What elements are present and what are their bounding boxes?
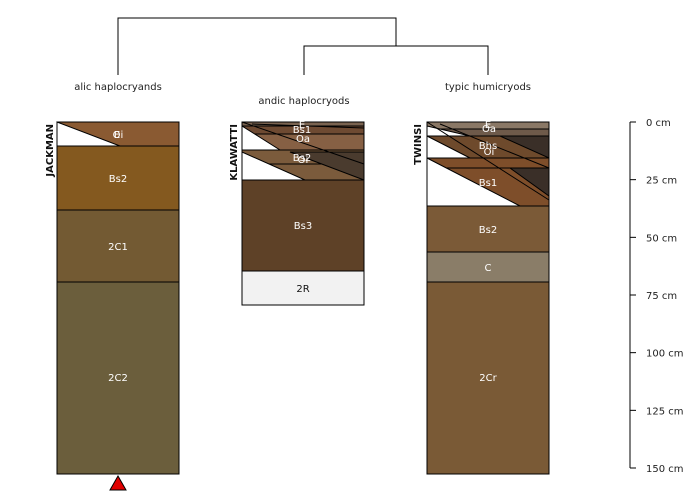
profile-twinsi: TWINSI E Oa Bhs Oi Bs1 Bs2 C 2Cr: [413, 120, 550, 475]
horizon-label-jackman-oi: Oi: [113, 130, 124, 141]
depth-axis: 0 cm 25 cm 50 cm 75 cm 100 cm 125 cm 150 cm: [629, 118, 684, 475]
horizon-label-jackman-2c2: 2C2: [108, 373, 128, 384]
horizon-label-twinsi-oi: Oi: [484, 147, 495, 158]
taxon-label-twinsi: typic humicryods: [445, 82, 531, 93]
profile-name-jackman: JACKMAN: [45, 124, 56, 178]
horizon-twinsi-bs2: [426, 205, 550, 253]
horizon-twinsi-boundary-2: [439, 123, 550, 169]
horizon-twinsi-oi: [426, 157, 550, 169]
profile-klawatti: KLAWATTI E Bs1 Oa Bs2 Oi Bs3 2R: [229, 120, 365, 306]
horizon-label-klawatti-oi: Oi: [298, 155, 309, 166]
taxon-label-jackman: alic haplocryands: [74, 82, 162, 93]
horizon-label-jackman-2c1: 2C1: [108, 242, 128, 253]
profile-jackman: JACKMAN Oi E Bs2 2C1 2C2: [45, 121, 180, 491]
taxon-label-klawatti: andic haplocryods: [258, 96, 349, 107]
bottom-marker-triangle: [109, 474, 127, 491]
profile-name-twinsi: TWINSI: [413, 124, 424, 165]
horizon-klawatti-2r: [241, 270, 365, 306]
horizon-label-twinsi-bs2: Bs2: [479, 225, 497, 236]
horizon-label-twinsi-e: E: [485, 120, 491, 131]
horizon-twinsi-dark-wedge-2: [508, 167, 550, 197]
horizon-label-twinsi-c: C: [485, 263, 492, 274]
horizon-jackman-2c2: [56, 281, 180, 475]
horizon-klawatti-boundary-2: [251, 123, 365, 129]
depth-tick-label-100: 100 cm: [646, 349, 684, 360]
depth-tick-label-50: 50 cm: [646, 233, 677, 244]
horizon-label-twinsi-2cr: 2Cr: [479, 373, 497, 384]
depth-tick-label-75: 75 cm: [646, 291, 677, 302]
horizon-label-twinsi-oa: Oa: [482, 124, 496, 135]
horizon-klawatti-wedge-upper: [241, 125, 282, 151]
horizon-label-klawatti-2r: 2R: [296, 284, 309, 295]
horizon-label-twinsi-bs1: Bs1: [479, 178, 497, 189]
horizon-label-jackman-bs2: Bs2: [109, 174, 127, 185]
horizon-label-klawatti-bs2: Bs2: [293, 153, 311, 164]
horizon-twinsi-dark-wedge-1: [499, 135, 550, 159]
profile-name-klawatti: KLAWATTI: [229, 124, 240, 181]
depth-tick-label-25: 25 cm: [646, 176, 677, 187]
dendrogram: [117, 17, 489, 75]
dendrogram-sub-branch: [303, 45, 489, 75]
horizon-label-klawatti-bs3: Bs3: [294, 221, 312, 232]
horizon-label-twinsi-bhs: Bhs: [479, 141, 497, 152]
horizon-label-klawatti-e: E: [299, 120, 305, 131]
horizon-label-klawatti-bs1: Bs1: [293, 125, 311, 136]
horizon-twinsi-boundary-1: [426, 121, 550, 201]
horizon-label-jackman-e: E: [114, 130, 120, 141]
horizon-klawatti-boundary-1: [241, 121, 365, 165]
depth-tick-label-0: 0 cm: [646, 118, 671, 129]
horizon-twinsi-wedge-mid: [426, 135, 471, 159]
horizon-twinsi-c: [426, 251, 550, 283]
depth-tick-label-150: 150 cm: [646, 464, 684, 475]
horizon-jackman-bs2: [56, 145, 180, 211]
dendrogram-root-branch: [117, 17, 397, 75]
horizon-twinsi-2cr: [426, 281, 550, 475]
depth-tick-label-125: 125 cm: [646, 406, 684, 417]
horizon-label-klawatti-oa: Oa: [296, 134, 310, 145]
horizon-jackman-2c1: [56, 209, 180, 283]
horizon-klawatti-dark-wedge: [289, 151, 365, 181]
horizon-klawatti-bs3: [241, 179, 365, 272]
